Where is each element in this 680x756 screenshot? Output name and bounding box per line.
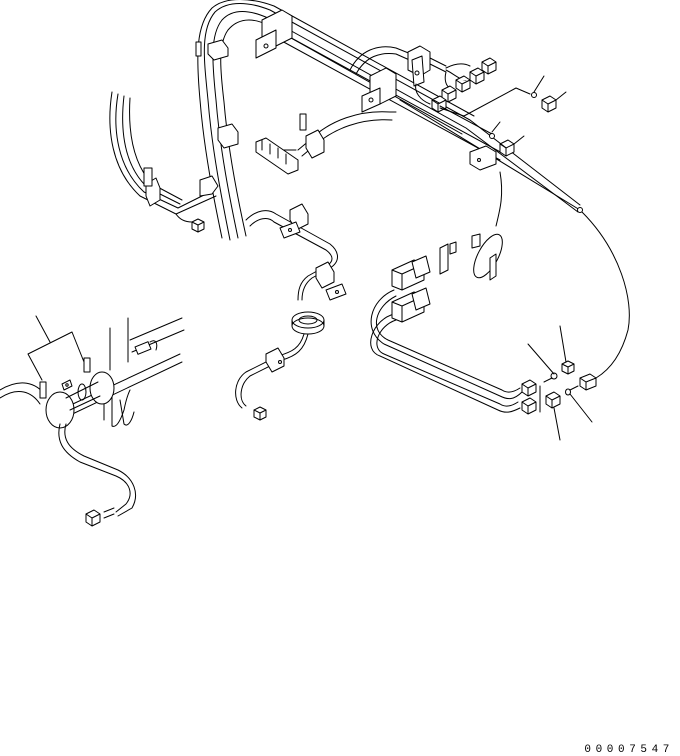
connector-cube xyxy=(191,218,205,233)
leader-lower-right-4 xyxy=(553,407,561,441)
upper-right-branch xyxy=(349,45,567,157)
connector-cube xyxy=(545,391,561,409)
leader-lower-right-3 xyxy=(569,393,593,423)
connector-cube xyxy=(541,95,557,113)
middle-branch xyxy=(255,111,397,175)
leader-upper-right-4 xyxy=(513,135,525,145)
connector-cube xyxy=(521,379,537,397)
leader-upper-right-2 xyxy=(555,91,567,101)
leader-upper-right-1 xyxy=(533,75,545,93)
connector-cube xyxy=(431,95,447,113)
leader-upper-right-3 xyxy=(491,121,501,133)
leader-lower-right-1 xyxy=(527,343,555,375)
grommet xyxy=(291,311,325,335)
relay-block xyxy=(391,255,431,291)
connector-cube xyxy=(499,139,515,157)
left-harness xyxy=(109,91,219,233)
connector-cube xyxy=(579,373,597,391)
connector-cube xyxy=(85,509,101,527)
right-loop-harness xyxy=(370,171,541,415)
connector-cube xyxy=(521,397,537,415)
leader-lower-right-2 xyxy=(559,325,567,363)
connector-cube xyxy=(481,57,497,75)
relay-block xyxy=(391,287,431,323)
connector-cube xyxy=(469,67,485,85)
connector-cube xyxy=(253,406,267,421)
lower-left-detail xyxy=(0,315,185,527)
leader-left-bracket xyxy=(35,315,51,343)
drawing-number: 00007547 xyxy=(584,744,674,756)
right-long-wire xyxy=(579,211,630,391)
connector-cube xyxy=(455,75,471,93)
loose-parts xyxy=(527,325,593,441)
connector-cube xyxy=(561,360,575,375)
center-harness xyxy=(235,203,347,421)
